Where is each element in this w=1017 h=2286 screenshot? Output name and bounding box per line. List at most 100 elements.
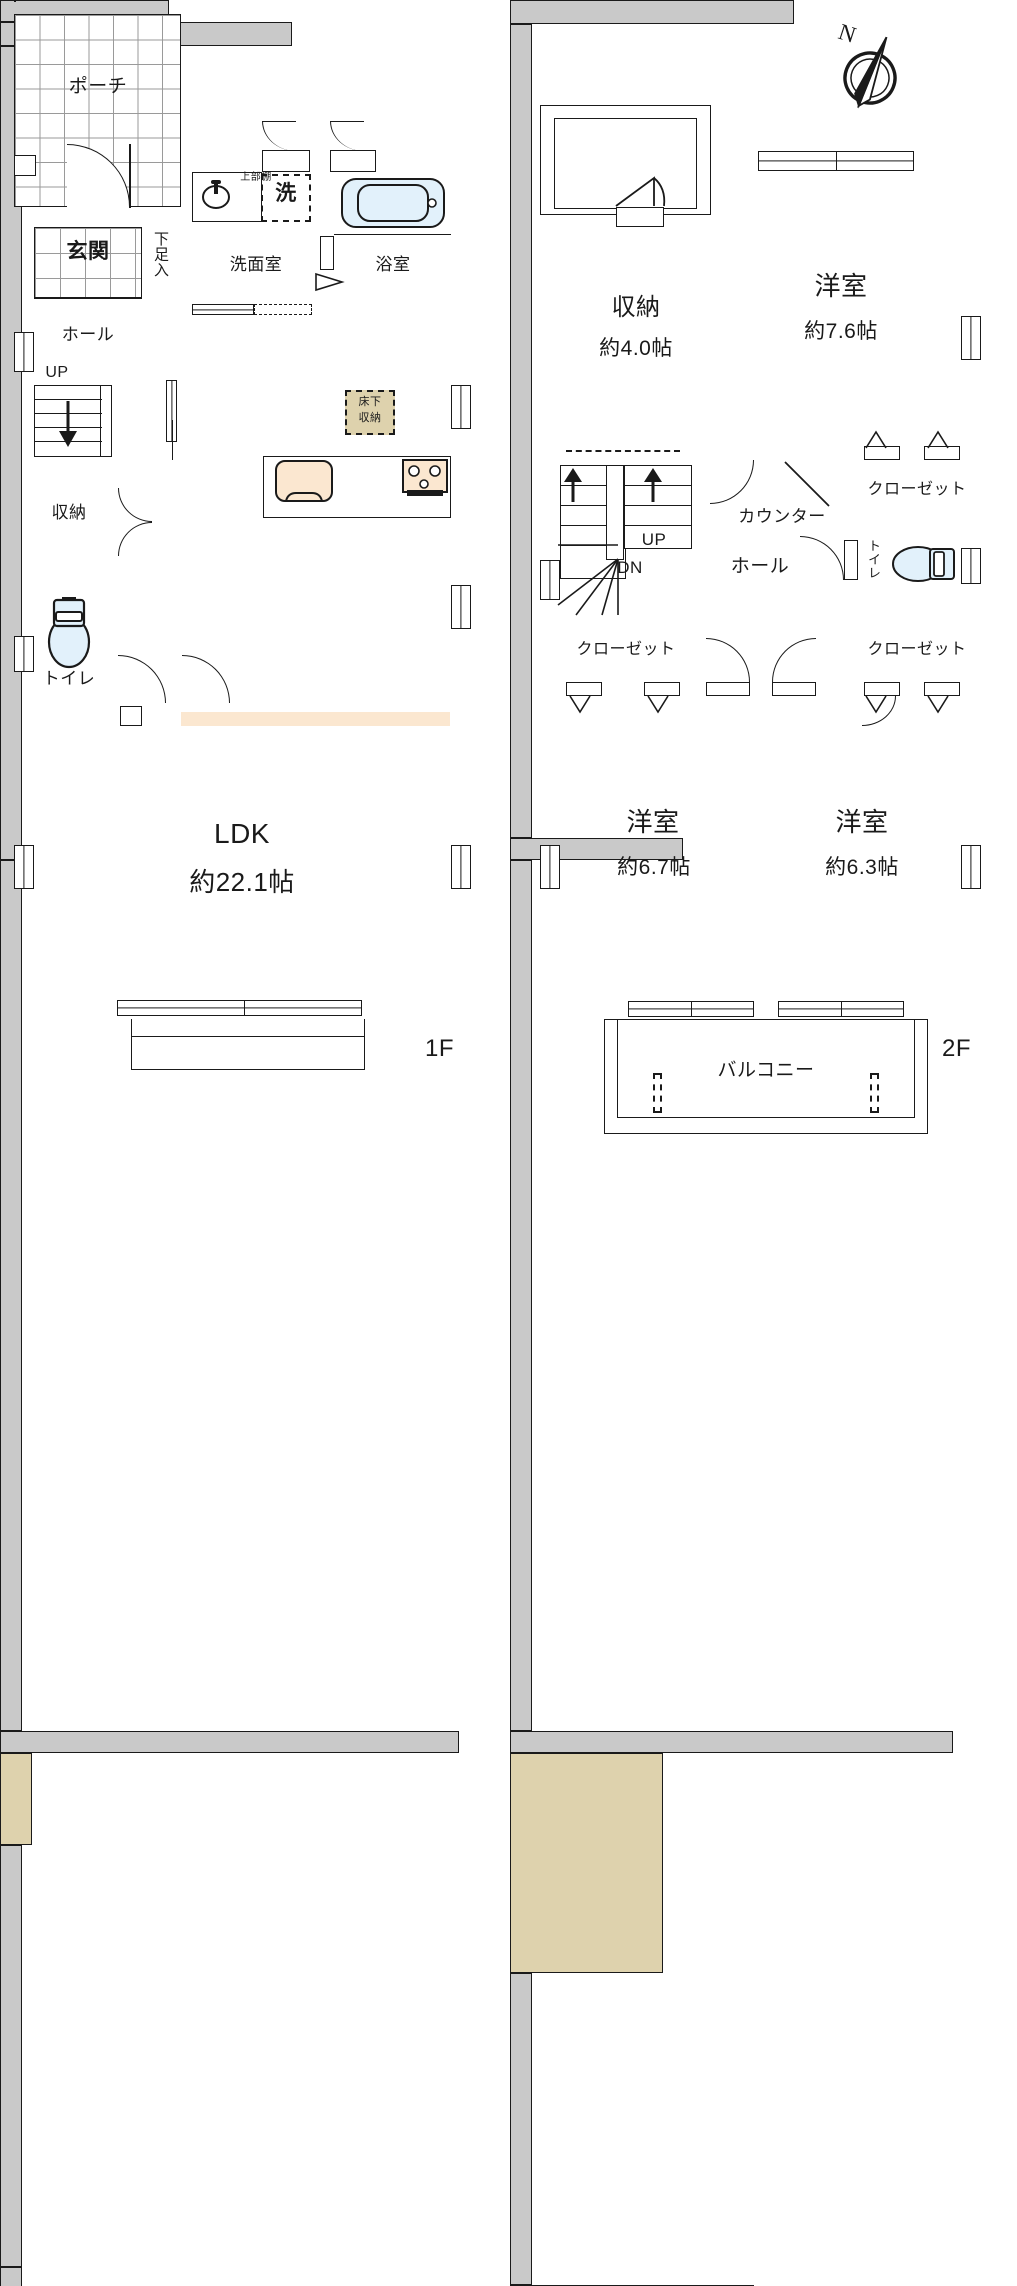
washroom-opening-dashed xyxy=(254,304,312,315)
compass-rose-icon: N xyxy=(835,19,897,109)
stair-tread-1 xyxy=(34,399,102,401)
washroom-sliding-door xyxy=(192,304,254,315)
window-bedroom-b-left xyxy=(540,845,560,889)
bedroomC-door-swing xyxy=(862,696,896,726)
hall-door-opening xyxy=(120,706,142,726)
storage-1f-door-swing-2 xyxy=(118,522,152,556)
porch-step-notch xyxy=(14,155,36,176)
bath-door-frame-1 xyxy=(330,150,376,172)
balcony-drain-right xyxy=(870,1073,879,1113)
ldk-label: LDK xyxy=(214,818,270,849)
wall-1f-right xyxy=(0,860,22,1731)
hall-ldk-door-swing xyxy=(182,655,230,703)
bath-door-swing-1 xyxy=(330,121,364,151)
bathroom-label: 浴室 xyxy=(375,255,411,274)
bathtub-icon xyxy=(341,178,445,228)
closet-2-fold-arrows xyxy=(569,695,669,714)
terrace-right-riser xyxy=(364,1019,366,1036)
bedroomB-door-opening xyxy=(706,682,750,696)
stair-2f-arrow-left xyxy=(564,468,582,502)
window-ldk-bottom-mullion xyxy=(244,1000,246,1016)
window-c-mullion xyxy=(841,1001,843,1017)
genkan-area xyxy=(34,227,142,299)
toilet-2f-door-swing xyxy=(800,536,844,580)
toilet-1f-label: トイレ xyxy=(42,669,96,688)
ldk-area-value: 約22.1帖 xyxy=(189,867,295,897)
closet-3-label: クローゼット xyxy=(867,641,967,658)
wall-2f-top xyxy=(510,0,794,24)
toilet-1f-door-swing xyxy=(118,655,166,703)
washer-space-box xyxy=(261,174,311,222)
kitchen-sink-icon xyxy=(275,460,333,502)
window-ldk-right-2 xyxy=(451,585,471,629)
counter-label: カウンター xyxy=(738,507,826,526)
shoe-cabinet-label: 下足入 xyxy=(152,231,169,278)
stair-2f-tread-l3 xyxy=(560,525,606,527)
genkan-label: 玄関 xyxy=(66,240,110,263)
closet-1-label: クローゼット xyxy=(867,481,967,498)
window-toilet-1f xyxy=(14,636,34,672)
bedroom-b-label: 洋室 xyxy=(626,807,680,837)
floor-2f-group: N 収納 約4.0帖 洋室 約7.6帖 xyxy=(510,0,1017,2286)
stair-up-label-1f: UP xyxy=(45,364,69,381)
stair-2f-tread-r2 xyxy=(624,505,692,507)
stair-2f-tread-l1 xyxy=(560,485,606,487)
toilet-2f-fixture-icon xyxy=(892,546,955,582)
bedroom-c-label: 洋室 xyxy=(835,807,889,837)
sink-basin-icon xyxy=(202,180,230,209)
svg-text:N: N xyxy=(835,19,859,48)
wall-2f-storage-right xyxy=(510,1973,532,2285)
stair-2f-winder-lines xyxy=(557,544,619,616)
window-bathroom-left xyxy=(14,0,16,2)
underfloor-storage-line2: 収納 xyxy=(358,412,382,424)
bedroomC-door-opening xyxy=(772,682,816,696)
storage-2f-label: 収納 xyxy=(611,294,661,321)
stair-2f-tread-r1 xyxy=(624,485,692,487)
floor-badge-1f: 1F xyxy=(425,1035,455,1062)
window-toilet-2f xyxy=(961,548,981,584)
floor-plan-canvas: ポーチ 玄関 下足入 ホール UP xyxy=(0,0,1017,1143)
storage-2f-area xyxy=(510,1753,663,1973)
bedroomC-hall-door-swing xyxy=(772,638,816,682)
balcony-label: バルコニー xyxy=(717,1060,815,1081)
balcony-drain-left xyxy=(653,1073,662,1113)
stair-2f-arrow-right xyxy=(644,468,662,502)
bathtub-zone-divider xyxy=(334,234,451,236)
closet-3-door-b xyxy=(924,682,960,696)
kitchen-stove-icon xyxy=(402,459,448,496)
closet-1-door-b xyxy=(924,446,960,460)
closet-2-label: クローゼット xyxy=(576,641,676,658)
stair-2f-rail xyxy=(606,465,624,560)
stair-dn-label-2f: DN xyxy=(617,558,643,577)
window-ldk-left-1 xyxy=(14,845,34,889)
storage-1f-door-swing xyxy=(118,488,152,522)
bath-door-opening xyxy=(320,236,334,270)
underfloor-storage-box xyxy=(345,390,395,435)
toilet-1f-fixture-icon xyxy=(47,597,91,669)
stair-direction-arrow-1f xyxy=(59,401,77,447)
stair-up-label-2f: UP xyxy=(641,530,667,549)
shoe-cabinet-area xyxy=(0,1753,32,1845)
washroom-door-swing-1 xyxy=(262,121,296,151)
closet-2-door-a xyxy=(566,682,602,696)
floor-badge-2f: 2F xyxy=(942,1035,972,1062)
ldk-seam-patch xyxy=(181,712,450,726)
balcony-inner xyxy=(617,1019,915,1118)
storage-1f-label: 収納 xyxy=(51,503,87,522)
window-hall-left xyxy=(14,332,34,372)
storage-2f-door-swing xyxy=(615,176,666,207)
terrace-left-riser xyxy=(131,1019,133,1036)
hall-1f-label: ホール xyxy=(61,325,115,344)
bedroom-a-area-value: 約7.6帖 xyxy=(804,320,878,343)
stair-2f-dashed-top xyxy=(566,450,680,458)
floor-1f-group: ポーチ 玄関 下足入 ホール UP xyxy=(0,0,500,2286)
kitchen-counter xyxy=(263,456,451,518)
genkan-step-line xyxy=(34,297,142,300)
wall-2f-bottom xyxy=(510,1731,953,1753)
bedroomB-hall-door-swing xyxy=(706,638,750,682)
window-ldk-right-3 xyxy=(451,845,471,889)
porch-area xyxy=(14,14,181,207)
window-ldk-bottom-slider xyxy=(117,1000,362,1016)
bedroomA-door-swing xyxy=(710,460,754,504)
bedroom-c-area-value: 約6.3帖 xyxy=(825,856,899,879)
